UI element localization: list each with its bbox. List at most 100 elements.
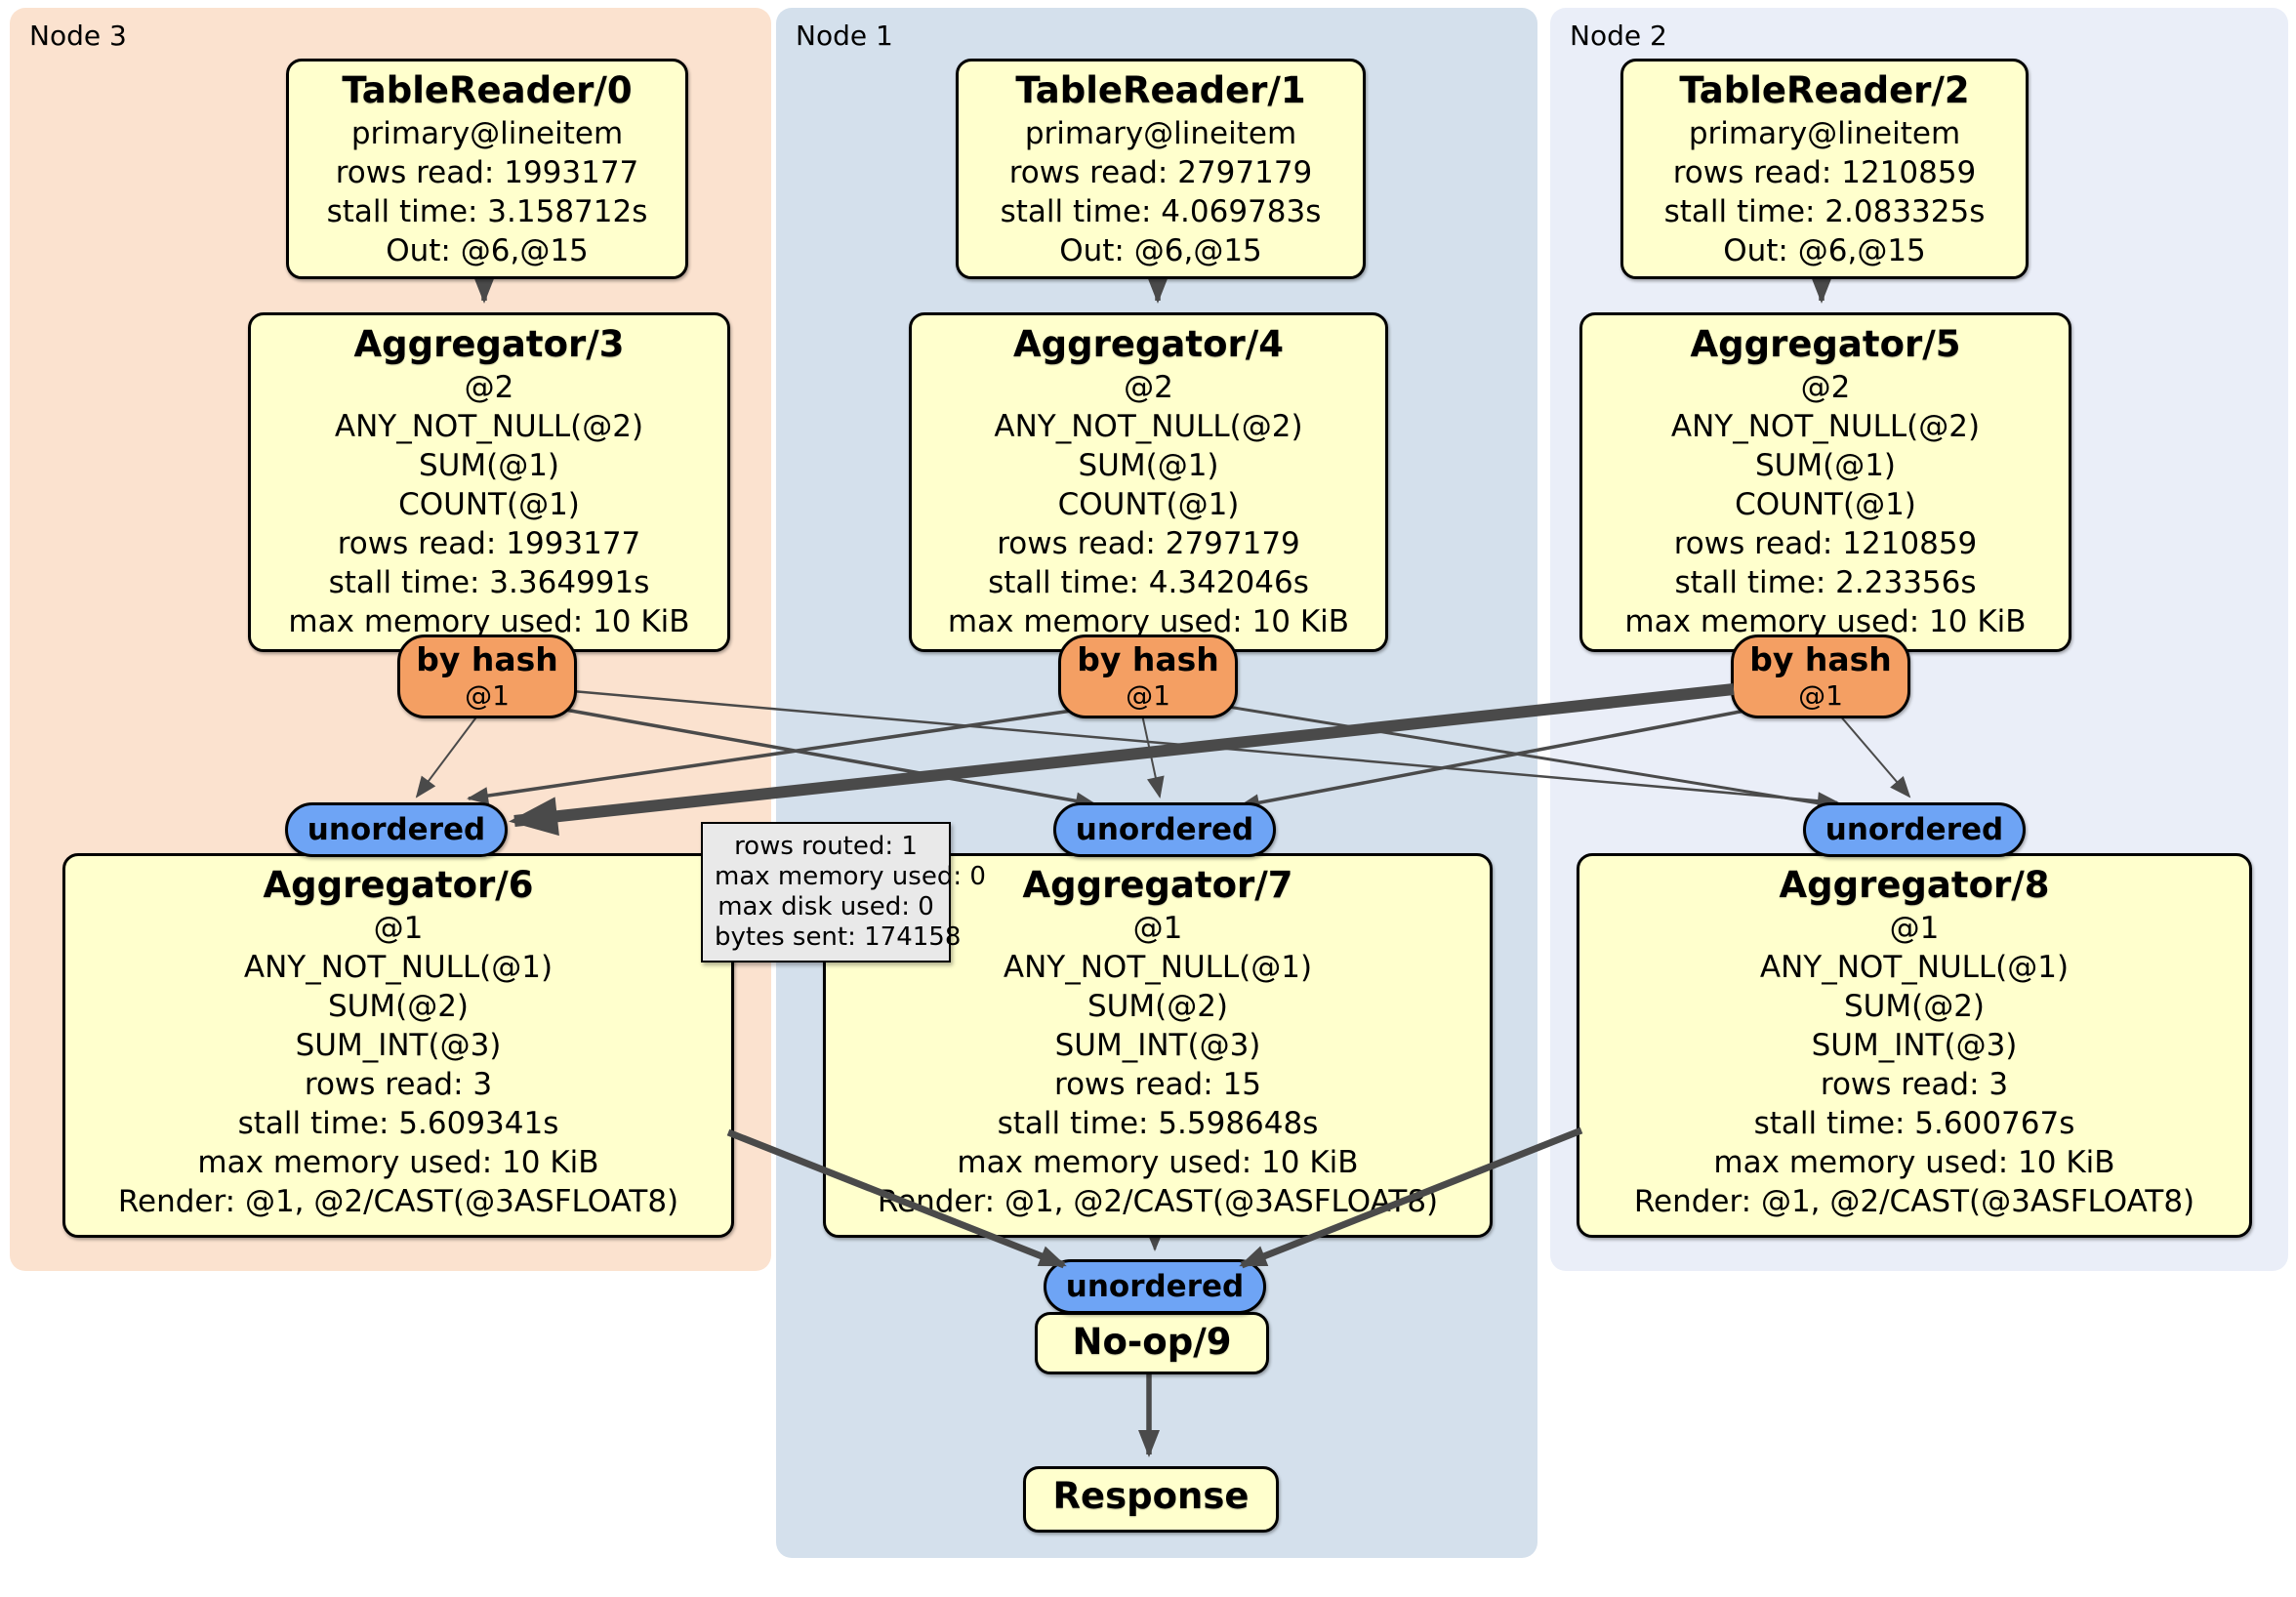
detail-line: rows read: 3 <box>1820 1067 2009 1102</box>
detail-line: ANY_NOT_NULL(@2) <box>334 409 644 444</box>
router-detail: @1 <box>465 679 510 712</box>
detail-line: rows read: 1210859 <box>1672 155 1977 190</box>
detail-line: max memory used: 10 KiB <box>1713 1145 2115 1180</box>
sync-label: unordered <box>1824 812 2004 847</box>
detail-line: SUM_INT(@3) <box>1811 1028 2018 1063</box>
detail-line: @2 <box>464 370 514 405</box>
proc-title: Aggregator/5 <box>1690 323 1961 365</box>
detail-line: SUM(@1) <box>1754 448 1897 483</box>
noop9-box[interactable]: No-op/9 <box>1035 1312 1269 1374</box>
node3-label: Node 3 <box>29 20 127 52</box>
detail-line: Render: @1, @2/CAST(@3ASFLOAT8) <box>1633 1184 2195 1219</box>
router-label: by hash <box>1077 640 1219 678</box>
proc-details: primary@lineitem rows read: 1993177 stall … <box>289 114 685 270</box>
detail-line: rows read: 15 <box>1054 1067 1261 1102</box>
detail-line: COUNT(@1) <box>1057 487 1240 522</box>
byhash-router-5[interactable]: by hash @1 <box>1731 635 1910 718</box>
unordered-sync-agg7[interactable]: unordered <box>1053 802 1276 857</box>
detail-line: rows read: 2797179 <box>1008 155 1313 190</box>
proc-title: TableReader/1 <box>1015 69 1306 111</box>
detail-line: SUM(@2) <box>1843 989 1986 1024</box>
detail-line: SUM(@2) <box>1086 989 1229 1024</box>
router-detail: @1 <box>1126 679 1170 712</box>
proc-title: No-op/9 <box>1072 1321 1232 1363</box>
detail-line: rows read: 1993177 <box>335 155 639 190</box>
proc-title: TableReader/2 <box>1679 69 1970 111</box>
unordered-sync-agg8[interactable]: unordered <box>1803 802 2026 857</box>
detail-line: primary@lineitem <box>350 116 624 151</box>
detail-line: stall time: 5.609341s <box>237 1106 559 1141</box>
byhash-router-4[interactable]: by hash @1 <box>1058 635 1238 718</box>
node1-label: Node 1 <box>796 20 893 52</box>
detail-line: ANY_NOT_NULL(@1) <box>1003 950 1313 985</box>
detail-line: stall time: 4.069783s <box>1000 194 1322 229</box>
detail-line: SUM(@2) <box>327 989 470 1024</box>
detail-line: Out: @6,@15 <box>386 233 589 268</box>
detail-line: stall time: 4.342046s <box>988 565 1309 600</box>
detail-line: Out: @6,@15 <box>1723 233 1926 268</box>
detail-line: rows read: 2797179 <box>997 526 1300 561</box>
proc-title: Aggregator/3 <box>353 323 625 365</box>
tablereader2-box[interactable]: TableReader/2 primary@lineitem rows read:… <box>1620 59 2029 279</box>
unordered-sync-noop9[interactable]: unordered <box>1044 1259 1266 1314</box>
router-label: by hash <box>416 640 558 678</box>
detail-line: max memory used: 10 KiB <box>957 1145 1359 1180</box>
detail-line: COUNT(@1) <box>1735 487 1916 522</box>
detail-line: stall time: 5.598648s <box>997 1106 1319 1141</box>
node2-label: Node 2 <box>1570 20 1667 52</box>
detail-line: Out: @6,@15 <box>1059 233 1262 268</box>
detail-line: max memory used: 0 <box>715 862 986 891</box>
proc-title: TableReader/0 <box>342 69 633 111</box>
unordered-sync-agg6[interactable]: unordered <box>285 802 508 857</box>
detail-line: primary@lineitem <box>1688 116 1961 151</box>
detail-line: ANY_NOT_NULL(@1) <box>1759 950 2070 985</box>
detail-line: @1 <box>1132 911 1183 946</box>
detail-line: max memory used: 10 KiB <box>288 604 690 639</box>
detail-line: rows routed: 1 <box>734 832 918 861</box>
detail-line: stall time: 2.23356s <box>1674 565 1977 600</box>
detail-line: @2 <box>1800 370 1851 405</box>
detail-line: SUM_INT(@3) <box>1054 1028 1261 1063</box>
detail-line: COUNT(@1) <box>398 487 580 522</box>
detail-line: Render: @1, @2/CAST(@3ASFLOAT8) <box>877 1184 1439 1219</box>
detail-line: @2 <box>1124 370 1173 405</box>
detail-line: SUM_INT(@3) <box>295 1028 502 1063</box>
detail-line: SUM(@1) <box>418 448 560 483</box>
detail-line: stall time: 5.600767s <box>1753 1106 2075 1141</box>
detail-line: stall time: 3.158712s <box>326 194 648 229</box>
detail-line: rows read: 1993177 <box>337 526 641 561</box>
detail-line: @1 <box>1889 911 1940 946</box>
detail-line: ANY_NOT_NULL(@2) <box>1670 409 1981 444</box>
proc-title: Aggregator/7 <box>1022 864 1293 906</box>
detail-line: max memory used: 10 KiB <box>947 604 1350 639</box>
tablereader0-box[interactable]: TableReader/0 primary@lineitem rows read:… <box>286 59 688 279</box>
proc-title: Aggregator/6 <box>263 864 534 906</box>
detail-line: stall time: 3.364991s <box>328 565 650 600</box>
detail-line: rows read: 3 <box>304 1067 493 1102</box>
sync-label: unordered <box>1075 812 1254 847</box>
detail-line: max memory used: 10 KiB <box>1624 604 2027 639</box>
detail-line: ANY_NOT_NULL(@1) <box>243 950 554 985</box>
proc-details: primary@lineitem rows read: 1210859 stall … <box>1623 114 2026 270</box>
router-detail: @1 <box>1798 679 1843 712</box>
proc-title: Aggregator/4 <box>1012 323 1284 365</box>
sync-label: unordered <box>307 812 486 847</box>
byhash-router-3[interactable]: by hash @1 <box>397 635 577 718</box>
detail-line: @1 <box>373 911 424 946</box>
response-box[interactable]: Response <box>1023 1466 1279 1533</box>
detail-line: stall time: 2.083325s <box>1663 194 1986 229</box>
